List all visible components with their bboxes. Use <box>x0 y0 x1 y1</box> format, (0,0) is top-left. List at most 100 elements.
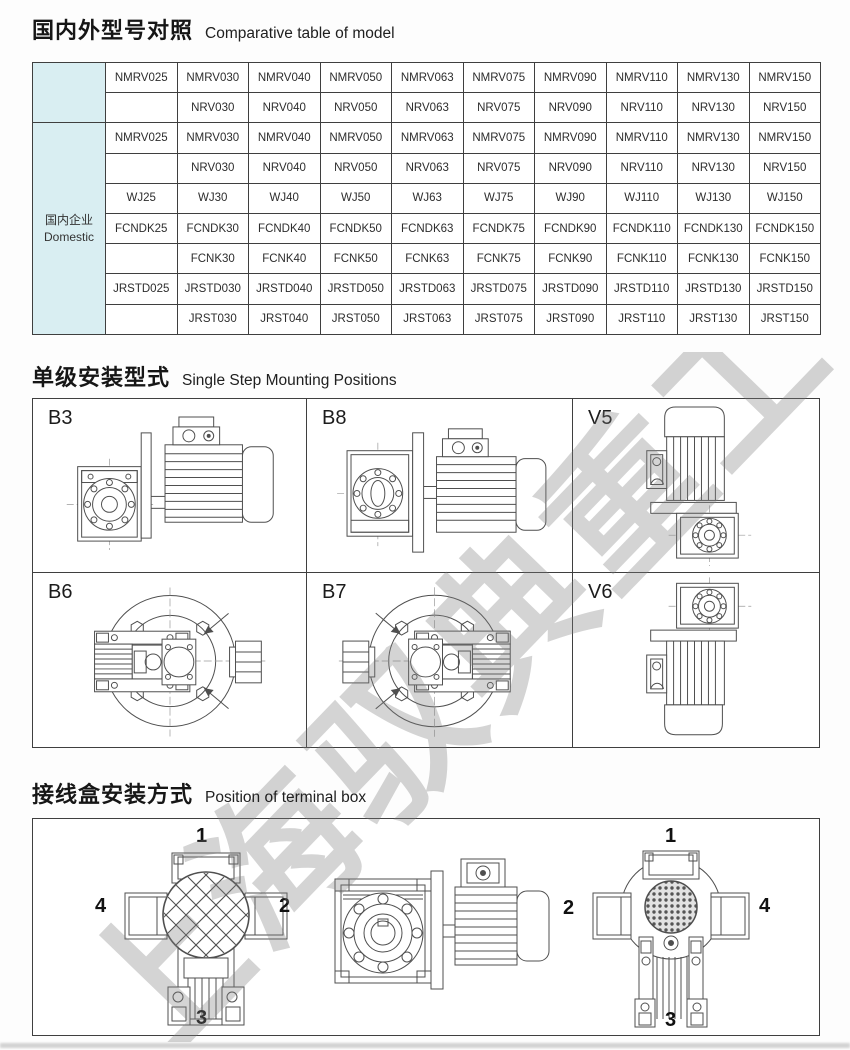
model-cell: WJ30 <box>176 182 249 214</box>
model-cell: NRV030 <box>176 152 249 184</box>
model-cell: NRV130 <box>677 92 750 124</box>
terminal-right-position-2: 2 <box>563 897 575 919</box>
model-cell: NRV075 <box>462 92 535 124</box>
model-cell: JRSTD130 <box>677 273 750 305</box>
mounting-cell-v5: V5 <box>573 399 819 573</box>
model-cell: FCNK150 <box>748 243 821 275</box>
model-cell: NRV040 <box>248 152 321 184</box>
model-cell: NMRV063 <box>391 61 464 94</box>
model-cell: FCNDK75 <box>462 212 535 245</box>
model-cell: NRV063 <box>391 92 464 124</box>
model-cell: WJ90 <box>534 182 607 214</box>
model-cell: FCNK30 <box>176 243 249 275</box>
model-cell: NMRV130 <box>677 122 750 154</box>
model-cell: WJ63 <box>391 182 464 214</box>
v6-gearmotor-vertical-drawing <box>646 577 752 736</box>
terminal-right-position-3: 3 <box>665 1009 677 1031</box>
model-cell: WJ110 <box>605 182 678 214</box>
model-cell: FCNK50 <box>319 243 392 275</box>
mounting-section-title: 单级安装型式 Single Step Mounting Positions <box>32 360 397 392</box>
terminal-left-position-3: 3 <box>196 1007 208 1029</box>
model-cell: NMRV150 <box>748 122 821 154</box>
origin-header-cell <box>32 61 106 124</box>
model-cell: FCNDK63 <box>391 212 464 245</box>
models-section-title: 国内外型号对照 Comparative table of model <box>32 13 395 45</box>
model-cell: NRV063 <box>391 152 464 184</box>
model-cell: FCNDK110 <box>605 212 678 245</box>
b8-gearmotor-side-drawing <box>337 428 547 553</box>
mounting-cell-b3: B3 <box>33 399 307 573</box>
model-cell: JRSTD050 <box>319 273 392 305</box>
terminal-box-panel: 1 2 3 4 <box>32 818 820 1036</box>
terminal-left-position-4: 4 <box>95 895 107 917</box>
model-cell: NRV110 <box>605 92 678 124</box>
terminal-right-position-4: 4 <box>759 895 771 917</box>
model-cell <box>105 152 178 184</box>
mounting-label-b3: B3 <box>48 407 73 429</box>
model-cell: WJ130 <box>677 182 750 214</box>
model-cell: NMRV150 <box>748 61 821 94</box>
terminal-left-position-1: 1 <box>196 825 208 847</box>
mounting-cell-b8: B8 <box>307 399 573 573</box>
mounting-label-v5: V5 <box>588 407 613 429</box>
model-cell: NRV030 <box>176 92 249 124</box>
model-cell: NMRV040 <box>248 122 321 154</box>
mounting-title-en: Single Step Mounting Positions <box>182 372 397 389</box>
mounting-cell-v6: V6 <box>573 573 819 747</box>
model-cell: FCNK110 <box>605 243 678 275</box>
model-cell: WJ25 <box>105 182 178 214</box>
model-cell: NRV075 <box>462 152 535 184</box>
model-cell: NRV090 <box>534 92 607 124</box>
model-cell: NMRV090 <box>534 122 607 154</box>
model-cell: NMRV090 <box>534 61 607 94</box>
model-cell: FCNDK40 <box>248 212 321 245</box>
model-cell: NMRV030 <box>176 61 249 94</box>
model-cell: NMRV110 <box>605 61 678 94</box>
model-cell: NRV150 <box>748 152 821 184</box>
model-cell: WJ50 <box>319 182 392 214</box>
model-cell: JRST063 <box>391 303 464 335</box>
model-cell: NRV090 <box>534 152 607 184</box>
model-cell: JRST040 <box>248 303 321 335</box>
model-cell: JRSTD025 <box>105 273 178 305</box>
model-cell <box>105 303 178 335</box>
model-cell: JRSTD063 <box>391 273 464 305</box>
mounting-label-b7: B7 <box>322 581 347 603</box>
model-cell: NMRV050 <box>319 122 392 154</box>
model-cell: WJ150 <box>748 182 821 214</box>
model-cell: NMRV040 <box>248 61 321 94</box>
model-cell: NMRV025 <box>105 61 178 94</box>
model-cell: FCNK130 <box>677 243 750 275</box>
model-cell: FCNDK50 <box>319 212 392 245</box>
model-cell: NRV150 <box>748 92 821 124</box>
model-cell <box>105 92 178 124</box>
model-cell: NRV040 <box>248 92 321 124</box>
b7-flange-front-drawing <box>338 586 511 738</box>
model-cell: FCNK75 <box>462 243 535 275</box>
terminal-bottom-view-drawing <box>592 850 750 1028</box>
model-cell: FCNDK30 <box>176 212 249 245</box>
model-cell: NMRV030 <box>176 122 249 154</box>
terminal-top-view-drawing <box>124 852 288 1026</box>
terminal-right-position-1: 1 <box>665 825 677 847</box>
model-cell: FCNDK130 <box>677 212 750 245</box>
model-cell: NMRV050 <box>319 61 392 94</box>
model-cell: WJ75 <box>462 182 535 214</box>
mounting-label-b6: B6 <box>48 581 73 603</box>
model-cell: FCNK90 <box>534 243 607 275</box>
model-cell <box>105 243 178 275</box>
model-cell: NMRV110 <box>605 122 678 154</box>
scan-edge-shadow <box>0 1043 850 1048</box>
model-cell: NMRV063 <box>391 122 464 154</box>
model-cell: JRST050 <box>319 303 392 335</box>
model-cell: NRV050 <box>319 152 392 184</box>
model-cell: JRSTD030 <box>176 273 249 305</box>
model-cell: NMRV075 <box>462 122 535 154</box>
